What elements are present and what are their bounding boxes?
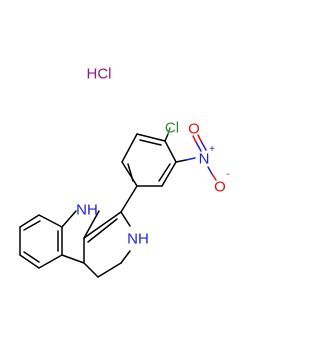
bond [83, 211, 122, 239]
indole-nh-atom: NH [76, 202, 98, 219]
bond [164, 133, 169, 142]
double-bond [158, 163, 171, 182]
bond [97, 262, 122, 278]
double-bond [200, 140, 207, 151]
benzene-ring [19, 214, 63, 269]
bond [207, 166, 213, 175]
double-bond [127, 163, 134, 182]
bond [19, 254, 40, 269]
bond [83, 262, 99, 278]
bond [19, 214, 40, 228]
nitro-nitrogen-atom: N [199, 151, 210, 168]
salt-label: HCl [87, 66, 112, 83]
bond [175, 159, 187, 163]
bond [61, 254, 85, 264]
bond [83, 210, 100, 239]
nitro-oxygen-lower-charge: - [226, 169, 229, 180]
double-bond [197, 134, 202, 142]
tetrahydropyridine-ring [83, 211, 131, 278]
bond [164, 140, 177, 163]
double-bond [23, 251, 40, 263]
bond [121, 133, 138, 163]
double-bond [87, 218, 118, 243]
chloronitrophenyl-ring [121, 133, 177, 187]
bond [211, 173, 217, 181]
double-bond [195, 141, 202, 152]
bond [120, 250, 131, 264]
nitro-oxygen-lower-atom: O [214, 179, 226, 196]
bond [121, 161, 138, 187]
bond [136, 133, 166, 142]
chlorine-atom: Cl [165, 120, 179, 137]
double-bond [23, 220, 41, 231]
bond [38, 254, 63, 269]
bond [185, 157, 196, 161]
bond [120, 211, 131, 227]
bond [38, 214, 63, 228]
bond [61, 210, 77, 228]
molecule-structure: HCl Cl N + O O - NH [19, 66, 230, 278]
double-bond [192, 135, 197, 143]
bond [161, 161, 177, 187]
nitro-oxygen-upper-atom: O [188, 121, 200, 138]
double-bond [139, 139, 162, 146]
pyrrole-ring [61, 210, 100, 264]
nitro-nitrogen-charge: + [209, 144, 215, 155]
bond [120, 185, 138, 213]
bond [167, 127, 171, 135]
amine-nh-atom: NH [127, 231, 149, 248]
